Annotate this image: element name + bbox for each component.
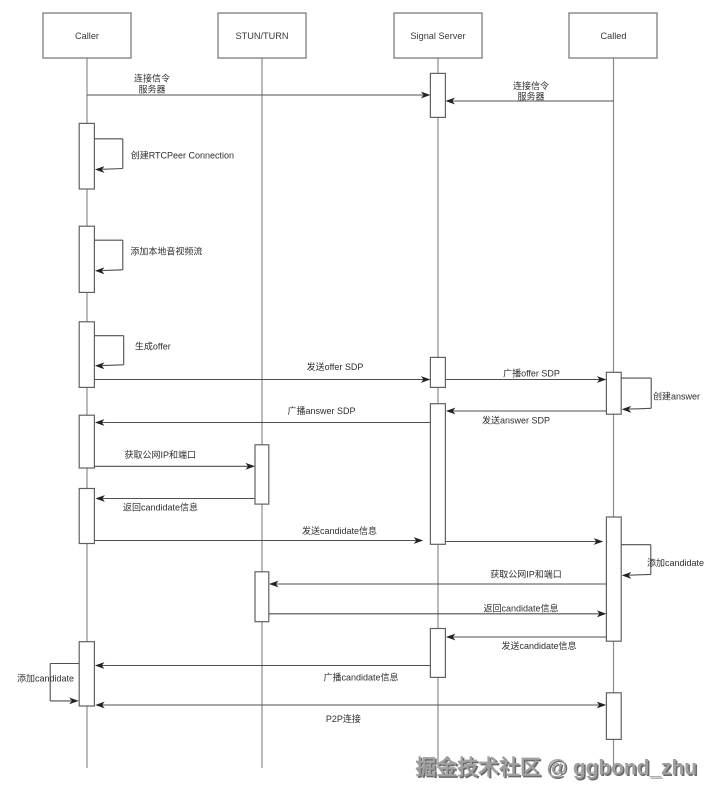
svg-text:广播offer SDP: 广播offer SDP <box>503 367 560 378</box>
svg-text:获取公网IP和端口: 获取公网IP和端口 <box>490 569 562 580</box>
svg-text:连接信令: 连接信令 <box>513 80 549 91</box>
svg-text:Called: Called <box>600 31 626 41</box>
svg-text:发送candidate信息: 发送candidate信息 <box>501 640 576 651</box>
svg-text:广播candidate信息: 广播candidate信息 <box>323 672 398 683</box>
svg-text:P2P连接: P2P连接 <box>326 713 361 724</box>
svg-text:返回candidate信息: 返回candidate信息 <box>123 502 198 513</box>
svg-text:掘金技术社区 @ ggbond_zhu: 掘金技术社区 @ ggbond_zhu <box>417 757 698 781</box>
svg-text:添加candidate: 添加candidate <box>17 674 74 684</box>
svg-text:服务器: 服务器 <box>517 91 544 102</box>
svg-text:创建RTCPeer Connection: 创建RTCPeer Connection <box>131 150 234 161</box>
svg-text:发送answer SDP: 发送answer SDP <box>482 415 550 426</box>
svg-text:发送candidate信息: 发送candidate信息 <box>302 525 377 536</box>
svg-text:返回candidate信息: 返回candidate信息 <box>483 602 558 613</box>
svg-text:创建answer: 创建answer <box>653 390 700 401</box>
svg-text:广播answer SDP: 广播answer SDP <box>287 405 355 416</box>
svg-text:连接信令: 连接信令 <box>134 73 170 84</box>
svg-text:发送offer SDP: 发送offer SDP <box>307 361 364 372</box>
svg-text:Signal Server: Signal Server <box>410 31 465 41</box>
svg-text:服务器: 服务器 <box>138 84 165 95</box>
svg-text:添加本地音视频流: 添加本地音视频流 <box>130 245 202 256</box>
svg-text:生成offer: 生成offer <box>135 341 171 352</box>
svg-text:添加candidate: 添加candidate <box>647 558 704 568</box>
svg-text:STUN/TURN: STUN/TURN <box>235 31 288 41</box>
svg-text:Caller: Caller <box>75 31 99 41</box>
svg-text:掘金技术社区 @ ggbond_zhu: 掘金技术社区 @ ggbond_zhu <box>416 756 697 780</box>
svg-text:获取公网IP和端口: 获取公网IP和端口 <box>125 449 197 460</box>
